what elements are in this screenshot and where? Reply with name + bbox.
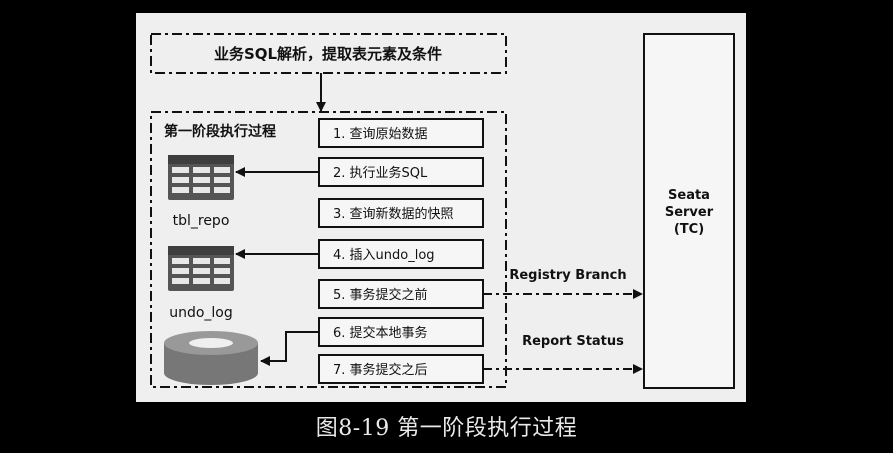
undo-log-table-icon	[168, 246, 234, 291]
figure-caption: 图8-19 第一阶段执行过程	[315, 416, 578, 441]
server-line-3: (TC)	[674, 222, 704, 237]
database-icon	[164, 331, 258, 385]
step-label-5: 5. 事务提交之前	[333, 287, 428, 303]
step-box-2: 2. 执行业务SQL	[318, 157, 484, 187]
step-box-7: 7. 事务提交之后	[318, 354, 484, 384]
server-line-1: Seata	[668, 188, 710, 203]
step-label-2: 2. 执行业务SQL	[333, 165, 428, 181]
step-box-5: 5. 事务提交之前	[318, 279, 484, 309]
report-status-label: Report Status	[522, 334, 624, 349]
step-label-6: 6. 提交本地事务	[333, 325, 428, 341]
step-label-4: 4. 插入undo_log	[333, 248, 435, 263]
step-box-3: 3. 查询新数据的快照	[318, 198, 484, 228]
step-label-1: 1. 查询原始数据	[333, 127, 428, 142]
registry-branch-label: Registry Branch	[509, 268, 626, 283]
flow-diagram: 业务SQL解析，提取表元素及条件 第一阶段执行过程 1. 查询原始数据 2. 执…	[150, 33, 735, 389]
step-list: 1. 查询原始数据 2. 执行业务SQL 3. 查询新数据的快照 4. 插入un…	[318, 118, 484, 384]
seata-server-box: Seata Server (TC)	[643, 33, 735, 389]
step-box-1: 1. 查询原始数据	[318, 118, 484, 148]
diagram-panel: 业务SQL解析，提取表元素及条件 第一阶段执行过程 1. 查询原始数据 2. 执…	[136, 13, 746, 402]
step-box-6: 6. 提交本地事务	[318, 317, 484, 347]
tbl-repo-label: tbl_repo	[173, 213, 230, 229]
step-label-3: 3. 查询新数据的快照	[333, 206, 454, 222]
phase-one-box: 第一阶段执行过程	[150, 111, 507, 388]
undo-log-label: undo_log	[169, 305, 233, 321]
step-label-7: 7. 事务提交之后	[333, 362, 428, 378]
sql-parse-box: 业务SQL解析，提取表元素及条件	[150, 33, 507, 74]
step6-to-database-arrow	[260, 331, 319, 366]
tbl-repo-table-icon	[168, 155, 234, 200]
sql-parse-label: 业务SQL解析，提取表元素及条件	[214, 45, 442, 63]
server-line-2: Server	[665, 205, 714, 220]
phase-one-title: 第一阶段执行过程	[164, 123, 276, 140]
step-box-4: 4. 插入undo_log	[318, 239, 484, 269]
